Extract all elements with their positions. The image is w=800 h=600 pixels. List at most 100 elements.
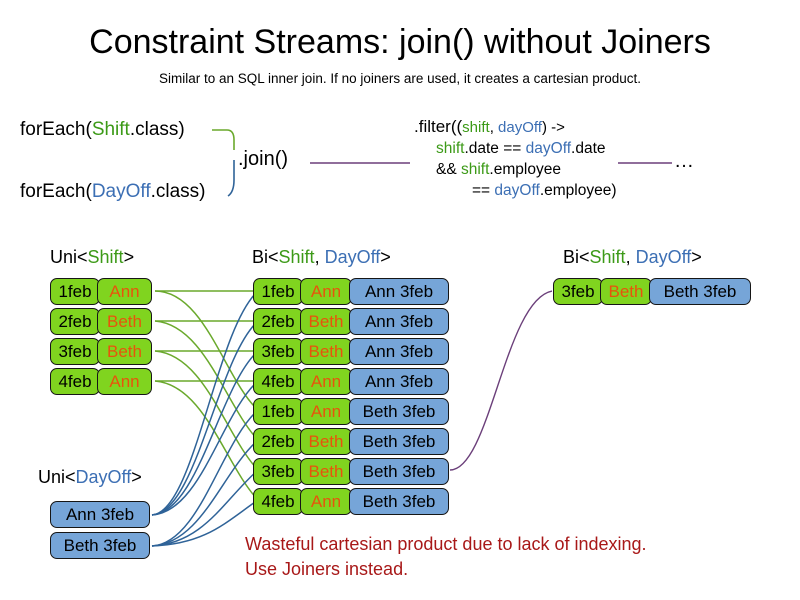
uni-dayoff-suffix: > [131, 467, 142, 487]
shift-card-name: Beth [97, 338, 152, 365]
code-filter-block: .filter((shift, dayOff) -> shift.date ==… [414, 116, 617, 201]
uni-shift-type: Shift [87, 247, 124, 267]
shift-card-name: Beth [97, 308, 152, 335]
bi-joined-prefix: Bi< [252, 247, 279, 267]
filter-l3-and: && [436, 161, 461, 178]
filter-l2-dayoff: dayOff [525, 140, 572, 157]
joined-card-name: Beth [300, 338, 352, 365]
filter-line-3: && shift.employee [414, 159, 617, 180]
joined-card-name: Ann [300, 368, 352, 395]
joined-card-date: 2feb [253, 308, 303, 335]
foreach-shift-prefix: forEach( [20, 119, 92, 140]
filtered-card-date: 3feb [553, 278, 603, 305]
shift-card-date: 2feb [50, 308, 100, 335]
bi-joined-comma: , [314, 247, 325, 267]
joined-card-name: Ann [300, 398, 352, 425]
filter-l2-mid: .date == [464, 140, 526, 157]
bi-filtered-suffix: > [691, 247, 702, 267]
foreach-dayoff-suffix: .class) [150, 181, 206, 202]
filter-arrow: ) -> [541, 119, 565, 136]
label-uni-shift: Uni<Shift> [50, 246, 134, 268]
uni-dayoff-type: DayOff [75, 467, 132, 487]
shift-card-date: 1feb [50, 278, 100, 305]
joined-card-pair: Beth 3feb [349, 428, 449, 455]
bi-joined-suffix: > [380, 247, 391, 267]
foreach-shift-type: Shift [91, 119, 130, 140]
filter-line-4: == dayOff.employee) [414, 180, 617, 201]
joined-card-date: 3feb [253, 458, 303, 485]
filter-l4-eq: == [472, 182, 495, 199]
filter-l3-end: .employee [489, 161, 561, 178]
filter-line-2: shift.date == dayOff.date [414, 138, 617, 159]
dayoff-card[interactable]: Ann 3feb [50, 501, 150, 528]
dayoff-card-pair: Beth 3feb [50, 532, 150, 559]
filter-l4-end: .employee) [539, 182, 617, 199]
page-title: Constraint Streams: join() without Joine… [89, 23, 711, 61]
joined-card-name: Beth [300, 428, 352, 455]
joined-card-pair: Beth 3feb [349, 488, 449, 515]
label-bi-joined: Bi<Shift, DayOff> [252, 246, 391, 268]
filter-l4-dayoff: dayOff [494, 182, 540, 199]
warning-text: Wasteful cartesian product due to lack o… [245, 532, 647, 582]
filter-l2-shift: shift [436, 140, 465, 157]
filtered-card-name: Beth [600, 278, 652, 305]
bi-filtered-dayoff: DayOff [635, 247, 692, 267]
label-uni-dayoff: Uni<DayOff> [38, 466, 142, 488]
joined-card-pair: Ann 3feb [349, 278, 449, 305]
bi-joined-dayoff: DayOff [324, 247, 381, 267]
warning-line-1: Wasteful cartesian product due to lack o… [245, 534, 647, 554]
joined-card-name: Ann [300, 488, 352, 515]
joined-card-date: 2feb [253, 428, 303, 455]
joined-card-pair: Beth 3feb [349, 398, 449, 425]
filter-l3-shift: shift [460, 161, 490, 178]
filter-comma: , [489, 119, 499, 136]
bi-filtered-prefix: Bi< [563, 247, 590, 267]
filter-line-1: .filter((shift, dayOff) -> [414, 116, 617, 138]
page-subtitle: Similar to an SQL inner join. If no join… [159, 71, 641, 86]
joined-card-name: Beth [300, 308, 352, 335]
foreach-shift-suffix: .class) [129, 119, 185, 140]
filter-l2-end: .date [571, 140, 606, 157]
joined-card-pair: Ann 3feb [349, 368, 449, 395]
bi-filtered-shift: Shift [589, 247, 626, 267]
shift-card-date: 4feb [50, 368, 100, 395]
joined-card-name: Ann [300, 278, 352, 305]
uni-dayoff-prefix: Uni< [38, 467, 76, 487]
bi-filtered-comma: , [625, 247, 636, 267]
pipeline-ellipsis: … [674, 150, 695, 172]
joined-card-name: Beth [300, 458, 352, 485]
uni-shift-suffix: > [123, 247, 135, 267]
joined-card-date: 4feb [253, 488, 303, 515]
shift-card-date: 3feb [50, 338, 100, 365]
joined-card-date: 1feb [253, 278, 303, 305]
joined-card-pair: Beth 3feb [349, 458, 449, 485]
foreach-dayoff-prefix: forEach( [20, 181, 92, 202]
label-bi-filtered: Bi<Shift, DayOff> [563, 246, 702, 268]
dayoff-card[interactable]: Beth 3feb [50, 532, 150, 559]
code-foreach-dayoff: forEach(DayOff.class) [20, 180, 206, 204]
code-foreach-shift: forEach(Shift.class) [20, 118, 185, 142]
uni-shift-prefix: Uni< [50, 247, 88, 267]
joined-card-date: 4feb [253, 368, 303, 395]
warning-line-2: Use Joiners instead. [245, 559, 409, 579]
joined-card-pair: Ann 3feb [349, 338, 449, 365]
joined-card-date: 3feb [253, 338, 303, 365]
shift-card-name: Ann [97, 368, 152, 395]
shift-card-name: Ann [97, 278, 152, 305]
code-join-call: .join() [238, 148, 289, 170]
joined-card-pair: Ann 3feb [349, 308, 449, 335]
